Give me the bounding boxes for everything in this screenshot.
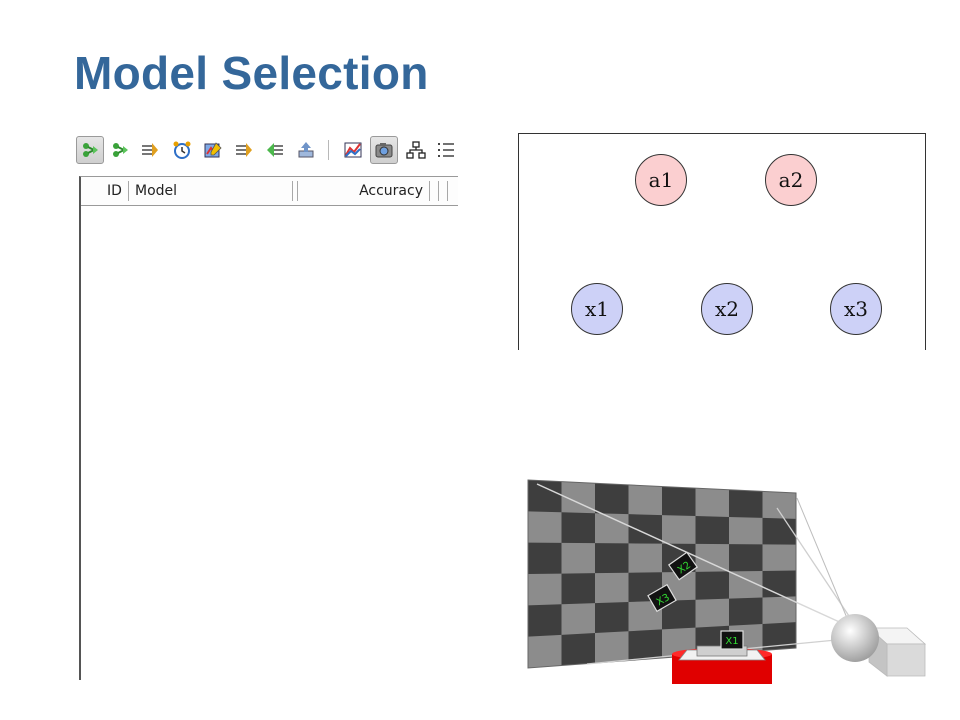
checker-square xyxy=(628,514,662,544)
bayes-net-diagram: a1 a2 x1 x2 x3 xyxy=(518,133,926,350)
edit-model-button[interactable] xyxy=(199,136,227,164)
transfer-button[interactable] xyxy=(230,136,258,164)
checker-square xyxy=(561,512,595,544)
column-resize-handle[interactable] xyxy=(447,181,448,201)
forward-button[interactable] xyxy=(136,136,164,164)
chart-icon xyxy=(344,142,362,158)
checker-square xyxy=(662,486,696,517)
run-model-icon xyxy=(83,143,98,157)
slide-title: Model Selection xyxy=(74,47,429,99)
checker-square xyxy=(729,597,763,626)
alarm-clock-button[interactable] xyxy=(168,136,196,164)
transfer-icon xyxy=(236,143,252,157)
column-header-model[interactable]: Model xyxy=(135,183,178,199)
column-resize-handle[interactable] xyxy=(128,181,129,201)
checker-square xyxy=(561,573,595,605)
checker-square xyxy=(528,480,562,513)
node-a2[interactable]: a2 xyxy=(765,154,817,206)
camera-button[interactable] xyxy=(370,136,398,164)
node-x2[interactable]: x2 xyxy=(701,283,753,335)
run-step-button[interactable] xyxy=(106,136,134,164)
checker-square xyxy=(729,544,763,572)
marker-x2: X2 xyxy=(667,551,699,581)
upload-button[interactable] xyxy=(292,136,320,164)
column-resize-handle[interactable] xyxy=(438,181,439,201)
run-model-button[interactable] xyxy=(76,136,104,164)
checker-square xyxy=(762,570,796,598)
edit-model-icon xyxy=(204,142,222,158)
camera-icon xyxy=(375,143,393,158)
checker-square xyxy=(695,571,729,600)
column-header-accuracy[interactable]: Accuracy xyxy=(359,183,423,199)
node-a1[interactable]: a1 xyxy=(635,154,687,206)
marker-x3: X3 xyxy=(647,583,677,613)
table-header: ID Model Accuracy xyxy=(81,177,458,206)
toolbar-separator xyxy=(328,140,329,160)
checker-square xyxy=(662,599,696,630)
column-resize-handle[interactable] xyxy=(297,181,298,201)
checkerboard xyxy=(528,480,796,668)
column-resize-handle[interactable] xyxy=(292,181,293,201)
scene-canvas: X2 X3 X1 xyxy=(527,479,927,684)
list-icon xyxy=(438,143,454,157)
checker-square xyxy=(595,601,629,634)
back-icon xyxy=(267,143,283,157)
hierarchy-icon xyxy=(406,141,426,159)
chart-button[interactable] xyxy=(339,136,367,164)
checker-square xyxy=(528,542,562,574)
column-resize-handle[interactable] xyxy=(429,181,430,201)
checker-square xyxy=(628,629,662,661)
node-x1[interactable]: x1 xyxy=(571,283,623,335)
camera-model xyxy=(831,614,927,677)
hierarchy-button[interactable] xyxy=(402,136,430,164)
checker-square xyxy=(762,517,796,545)
back-button[interactable] xyxy=(261,136,289,164)
red-cylinder xyxy=(672,645,772,684)
column-header-id[interactable]: ID xyxy=(107,183,122,199)
model-toolbar xyxy=(72,134,462,168)
checker-square xyxy=(729,489,763,518)
checker-square xyxy=(695,516,729,545)
run-step-icon xyxy=(113,143,128,157)
checker-square xyxy=(595,483,629,515)
alarm-clock-icon xyxy=(173,141,191,159)
checker-square xyxy=(762,622,796,651)
svg-text:X1: X1 xyxy=(725,636,738,647)
3d-scene-view: X2 X3 X1 xyxy=(527,478,927,684)
node-x3[interactable]: x3 xyxy=(830,283,882,335)
checker-square xyxy=(595,543,629,574)
marker-x1: X1 xyxy=(720,630,744,650)
checker-square xyxy=(528,604,562,637)
forward-icon xyxy=(142,143,158,157)
checker-square xyxy=(561,633,595,666)
table-body xyxy=(81,206,458,680)
upload-icon xyxy=(298,142,314,158)
model-results-table: ID Model Accuracy xyxy=(79,176,458,680)
list-button[interactable] xyxy=(432,136,460,164)
